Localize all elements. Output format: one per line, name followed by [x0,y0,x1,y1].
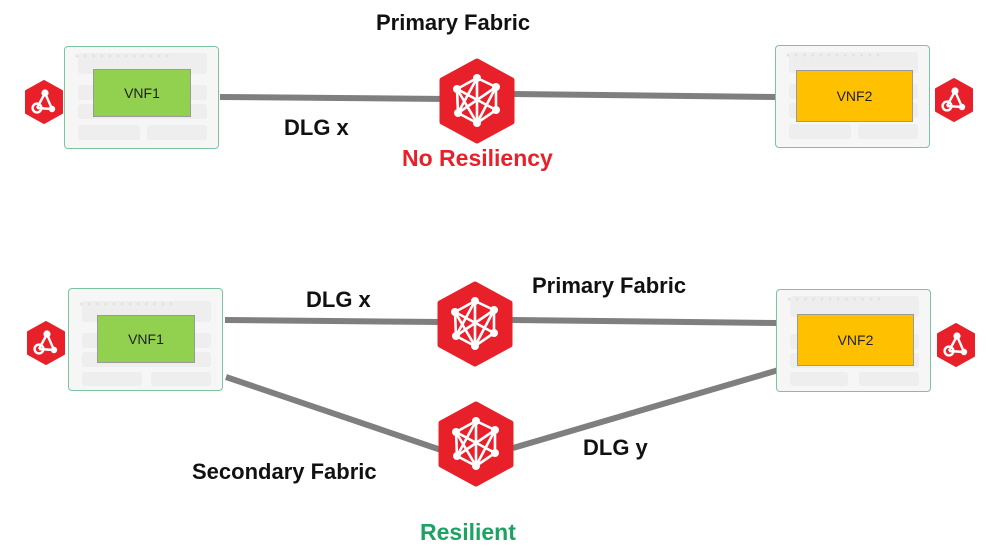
top-dlg-x-label: DLG x [284,115,349,140]
bottom-primary-fabric-label: Primary Fabric [532,273,687,298]
secondary-fabric-mesh-icon[interactable] [437,401,515,487]
top-left-share-node-icon [25,80,63,124]
bottom-left-share-node-icon [27,321,65,365]
top-primary-fabric-label: Primary Fabric [376,10,531,35]
bottom-vnf2-label: VNF2 [837,332,874,348]
top-link-right [511,91,779,100]
top-vnf2-box[interactable]: VNF2 [796,70,913,122]
resilient-status: Resilient [420,519,516,545]
bottom-vnf2-box[interactable]: VNF2 [797,314,914,366]
bottom-dlg-x-label: DLG x [306,287,371,312]
bottom-vnf1-label: VNF1 [128,331,164,347]
top-vnf2-server[interactable]: ● ● ● ● ● ● ● ● ● ● ● ● VNF2 [775,45,930,148]
no-resiliency-status: No Resiliency [402,145,553,171]
bottom-primary-link-right [511,317,779,326]
top-link-left [219,94,449,102]
top-vnf2-label: VNF2 [836,88,873,104]
secondary-fabric-label: Secondary Fabric [192,459,377,484]
top-vnf1-server[interactable]: ● ● ● ● ● ● ● ● ● ● ● ● VNF1 [64,46,219,149]
top-right-share-node-icon [935,78,973,122]
bottom-right-share-node-icon [937,323,975,367]
bottom-dlg-y-label: DLG y [583,435,648,460]
bottom-primary-link-left [224,317,441,325]
bottom-vnf1-box[interactable]: VNF1 [97,315,195,363]
bottom-vnf1-server[interactable]: ● ● ● ● ● ● ● ● ● ● ● ● VNF1 [68,288,223,391]
top-vnf1-box[interactable]: VNF1 [93,69,191,117]
bottom-vnf2-server[interactable]: ● ● ● ● ● ● ● ● ● ● ● ● VNF2 [776,289,931,392]
bottom-secondary-link-left [225,374,442,453]
top-primary-fabric-mesh-icon[interactable] [438,58,516,144]
top-vnf1-label: VNF1 [124,85,160,101]
bottom-secondary-link-right [512,366,783,451]
bottom-primary-fabric-mesh-icon[interactable] [436,281,514,367]
